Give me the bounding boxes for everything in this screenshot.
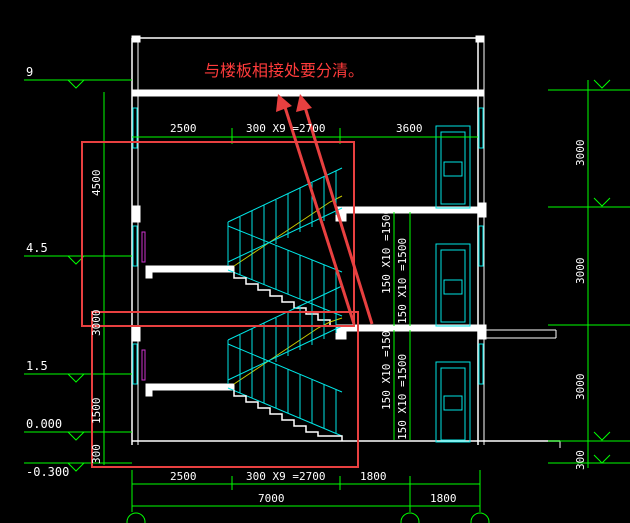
elevation-label-1.5: 1.5 xyxy=(26,359,48,373)
elevation-label-4.5: 4.5 xyxy=(26,241,48,255)
windows-left xyxy=(132,107,146,385)
highlight-boxes xyxy=(81,141,359,468)
left-dim-300: 300 xyxy=(90,444,103,464)
left-dim-4500: 4500 xyxy=(90,170,103,197)
total-dim-1800: 1800 xyxy=(430,492,457,505)
top-dim-3600: 3600 xyxy=(396,122,423,135)
bottom-dim-2500: 2500 xyxy=(170,470,197,483)
stair-treads-lower xyxy=(233,390,343,441)
right-dim-3000-low: 3000 xyxy=(574,374,587,401)
stair-dim-1: 150 X10 =1500 xyxy=(380,208,393,294)
elevation-label-neg: -0.300 xyxy=(26,465,69,479)
annotation-arrows xyxy=(276,94,374,325)
stair-treads-upper xyxy=(233,272,342,327)
stair-flight-upper xyxy=(227,167,343,317)
highlight-box-upper xyxy=(81,141,355,327)
stair-dim-4: 150 X10 =1500 xyxy=(396,354,409,440)
stair-dim-3: 150 X10 =1500 xyxy=(380,324,393,410)
elevation-label-0: 0.000 xyxy=(26,417,62,431)
left-dim-3000: 3000 xyxy=(90,310,103,337)
doors-right xyxy=(435,107,484,443)
annotation-note: 与楼板相接处要分清。 xyxy=(204,61,364,80)
bottom-dim-2700: 300 X9 =2700 xyxy=(246,470,325,483)
arrow-head-left xyxy=(276,94,292,112)
elevation-label-9: 9 xyxy=(26,65,33,79)
stair-dim-2: 150 X10 =1500 xyxy=(396,238,409,324)
top-dim-2500: 2500 xyxy=(170,122,197,135)
total-dim-7000: 7000 xyxy=(258,492,285,505)
highlight-box-lower xyxy=(91,311,359,468)
structure xyxy=(131,35,561,448)
arrow-head-right xyxy=(296,94,312,112)
dimension-lines xyxy=(24,79,630,523)
bottom-dim-1800: 1800 xyxy=(360,470,387,483)
left-dim-1500: 1500 xyxy=(90,398,103,425)
right-dim-300: 300 xyxy=(574,450,587,470)
right-dim-3000-mid: 3000 xyxy=(574,258,587,285)
right-dim-3000-top: 3000 xyxy=(574,140,587,167)
top-dim-2700: 300 X9 =2700 xyxy=(246,122,325,135)
